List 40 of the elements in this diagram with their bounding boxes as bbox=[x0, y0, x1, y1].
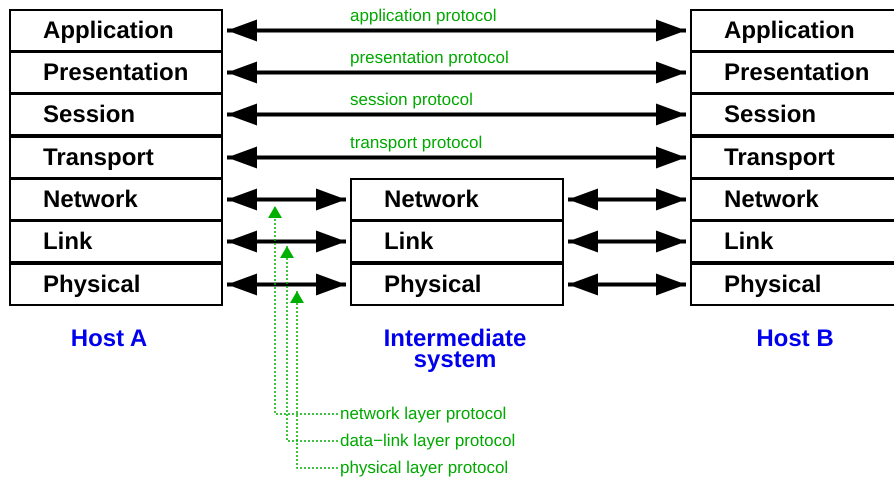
system-label: Host A bbox=[70, 328, 148, 349]
layer-box: Physical bbox=[350, 263, 564, 306]
double-arrow bbox=[568, 274, 686, 296]
layer-box: Network bbox=[9, 178, 223, 221]
layer-box: Network bbox=[690, 178, 894, 221]
leader-line bbox=[280, 246, 338, 442]
layer-box: Application bbox=[9, 9, 223, 52]
layer-box: Presentation bbox=[9, 51, 223, 94]
layer-box: Transport bbox=[9, 136, 223, 179]
leader-line bbox=[268, 206, 338, 415]
leader-label: network layer protocol bbox=[340, 404, 506, 424]
layer-box: Link bbox=[9, 220, 223, 263]
edge-label: application protocol bbox=[350, 6, 496, 24]
edge-label: session protocol bbox=[350, 90, 473, 108]
layer-box: Session bbox=[690, 93, 894, 136]
double-arrow bbox=[227, 62, 686, 84]
edge-label: transport protocol bbox=[350, 134, 482, 152]
layer-box: Physical bbox=[9, 263, 223, 306]
layer-box: Session bbox=[9, 93, 223, 136]
layer-box: Transport bbox=[690, 136, 894, 179]
layer-box: Presentation bbox=[690, 51, 894, 94]
double-arrow bbox=[227, 20, 686, 42]
layer-box: Network bbox=[350, 178, 564, 221]
layer-box: Physical bbox=[690, 263, 894, 306]
leader-label: physical layer protocol bbox=[340, 458, 508, 478]
layer-box: Link bbox=[350, 220, 564, 263]
leader-label: data−link layer protocol bbox=[340, 431, 516, 451]
system-label: Intermediate system bbox=[382, 328, 528, 370]
leader-line bbox=[290, 291, 338, 469]
system-label: Host B bbox=[755, 328, 835, 349]
layer-box: Application bbox=[690, 9, 894, 52]
double-arrow bbox=[227, 146, 686, 168]
layer-box: Link bbox=[690, 220, 894, 263]
double-arrow bbox=[227, 188, 346, 210]
double-arrow bbox=[568, 230, 686, 252]
double-arrow bbox=[227, 274, 346, 296]
double-arrow bbox=[227, 230, 346, 252]
edge-label: presentation protocol bbox=[350, 48, 509, 66]
double-arrow bbox=[568, 188, 686, 210]
double-arrow bbox=[227, 104, 686, 126]
